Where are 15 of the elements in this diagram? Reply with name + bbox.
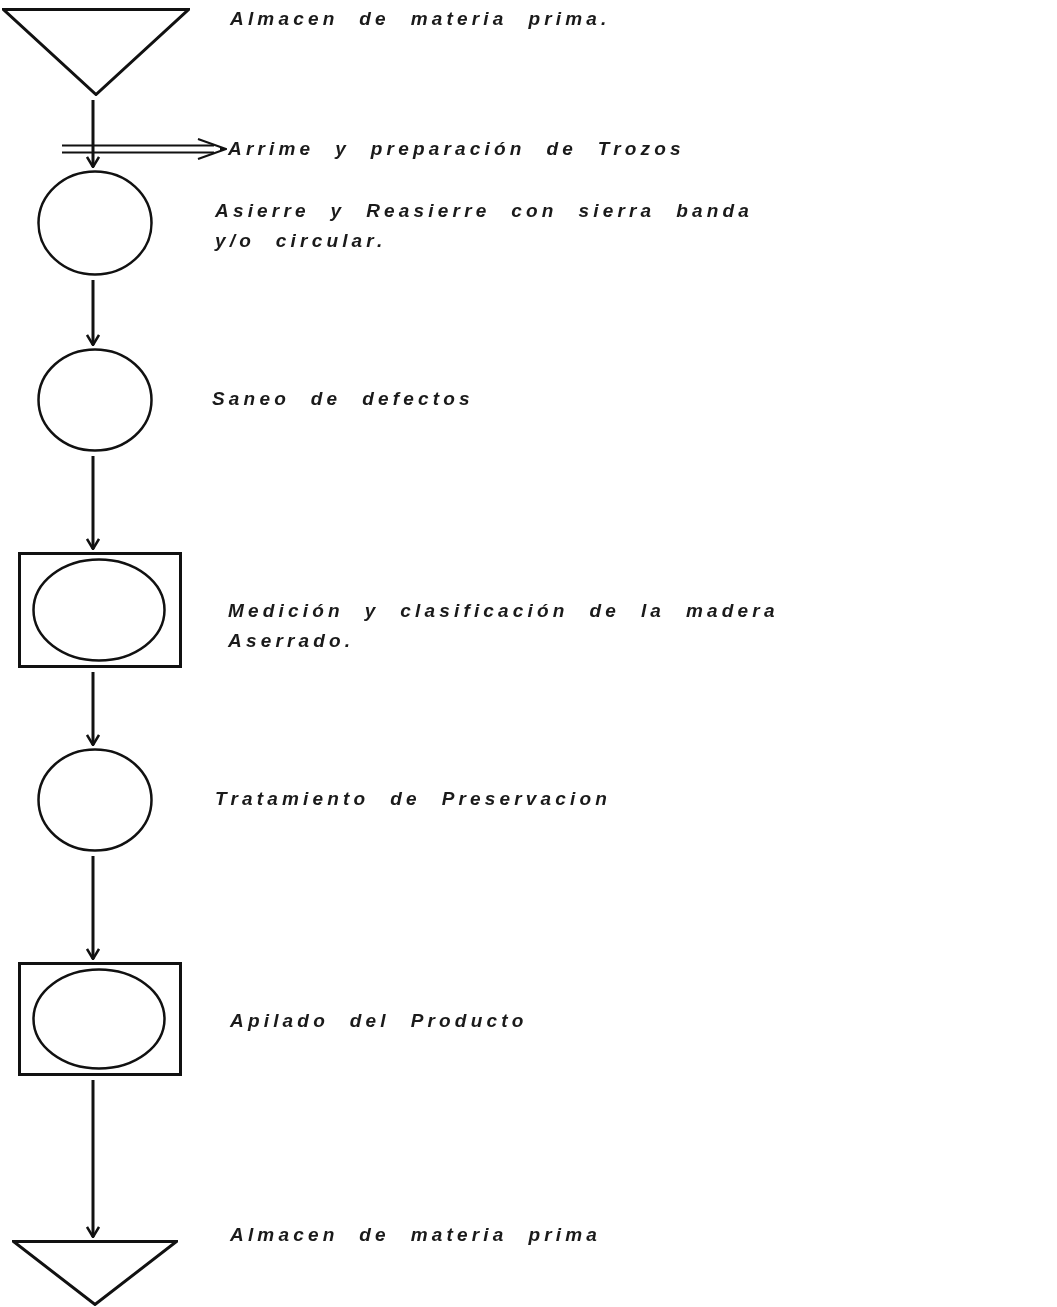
step-description: Apilado del Producto — [230, 1009, 529, 1033]
step-description: Saneo de defectos — [212, 387, 475, 411]
step-description: Almacen de materia prima. — [230, 7, 612, 31]
step-description: Arrime y preparación de Trozos — [228, 137, 686, 161]
flow-arrow — [85, 672, 101, 747]
flow-arrow — [85, 280, 101, 347]
flow-arrow — [85, 856, 101, 961]
flow-arrow — [85, 100, 101, 169]
transport-arrow — [61, 138, 227, 160]
flow-arrow — [85, 456, 101, 551]
step-description: Tratamiento de Preservacion — [215, 787, 613, 811]
step-description: Almacen de materia prima — [230, 1223, 603, 1247]
flow-arrow — [85, 1080, 101, 1239]
step-description: Asierre y Reasierre con sierra banda y/o circular. — [215, 199, 755, 253]
step-description: Medición y clasificación de la madera Aserrado. — [228, 599, 780, 653]
